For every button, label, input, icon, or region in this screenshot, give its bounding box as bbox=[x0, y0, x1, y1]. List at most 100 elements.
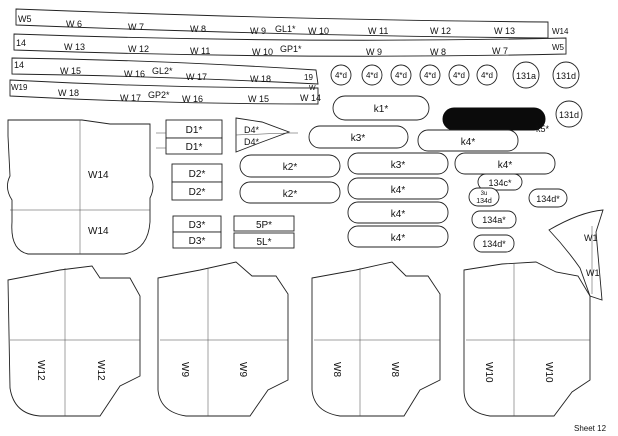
strip1-mark: W 12 bbox=[430, 26, 451, 36]
frame-w8 bbox=[311, 261, 441, 417]
piece-k4e-label: k4* bbox=[391, 233, 406, 244]
piece-134d-2-label: 134d* bbox=[482, 239, 506, 249]
disc bbox=[361, 64, 383, 86]
plate-5p-label: 5P* bbox=[256, 220, 272, 231]
piece-134d-small-label: 134d bbox=[476, 198, 492, 205]
plate-d2-group: D2* D2* bbox=[171, 163, 223, 201]
plate-5p bbox=[233, 215, 295, 232]
plate-d2-label: D2* bbox=[189, 169, 206, 180]
frame-w14-label-top: W14 bbox=[88, 170, 109, 181]
plate-d3-b bbox=[172, 231, 222, 249]
piece-k2b bbox=[239, 181, 341, 204]
frame-w8-label-left: W8 bbox=[331, 362, 342, 377]
frame-w8-label-right: W8 bbox=[389, 362, 400, 377]
piece-k3b bbox=[347, 152, 449, 175]
plate-d4-label: D4* bbox=[244, 125, 260, 135]
strip2-right-label: W5 bbox=[552, 43, 565, 52]
plate-d4b-label: D4* bbox=[244, 137, 260, 147]
disc-label: 4*d bbox=[453, 71, 465, 80]
strip-gp2 bbox=[9, 79, 319, 105]
strip4-mark: W 14 bbox=[300, 93, 321, 103]
disc bbox=[330, 64, 352, 86]
disc bbox=[419, 64, 441, 86]
strip4-mark: W 16 bbox=[182, 94, 203, 104]
piece-134c bbox=[477, 173, 523, 191]
strip1-mark: W 8 bbox=[190, 24, 206, 34]
disc-label: 4*d bbox=[335, 71, 347, 80]
strip1-mark: W 11 bbox=[368, 26, 388, 36]
strip3-right-label: 19 bbox=[304, 73, 313, 82]
piece-134d bbox=[528, 188, 568, 208]
piece-w1-label-top: W1 bbox=[584, 233, 598, 243]
disc-large bbox=[552, 61, 580, 89]
strip2-name: GP1* bbox=[280, 44, 302, 54]
disc bbox=[448, 64, 470, 86]
piece-k5-label: k5* bbox=[536, 124, 550, 134]
piece-k1 bbox=[332, 95, 430, 121]
frame-w9 bbox=[157, 261, 289, 417]
strip2-mark: W 7 bbox=[492, 46, 508, 56]
strip-gl2 bbox=[11, 57, 319, 85]
piece-k3 bbox=[308, 125, 409, 149]
strip3-mark: W 18 bbox=[250, 74, 271, 84]
piece-k4b-label: k4* bbox=[498, 160, 513, 171]
plate-d3-group: D3* D3* bbox=[172, 215, 222, 249]
piece-k2 bbox=[239, 154, 341, 178]
plate-d4 bbox=[235, 117, 291, 153]
strip3-mark: W 17 bbox=[186, 72, 207, 82]
piece-134d-small-top: 3u bbox=[481, 191, 488, 197]
piece-134a bbox=[471, 210, 517, 229]
frame-w10-label-right: W10 bbox=[543, 362, 554, 383]
piece-134c-label: 134c* bbox=[488, 178, 512, 188]
frame-w9-label-left: W9 bbox=[179, 362, 190, 377]
disc-label: 131d bbox=[556, 71, 576, 81]
plate-d1-b bbox=[165, 137, 223, 155]
piece-k4e bbox=[347, 225, 449, 248]
disc-label: 4*d bbox=[366, 71, 378, 80]
plate-d1-group: D1* D1* bbox=[156, 119, 223, 155]
piece-k1-label: k1* bbox=[374, 104, 389, 115]
strip1-right-label: W14 bbox=[552, 27, 569, 36]
strip-gp1 bbox=[13, 33, 567, 57]
strip1-mark: W 10 bbox=[308, 26, 329, 36]
strip1-mark: W 9 bbox=[250, 26, 266, 36]
piece-k3-label: k3* bbox=[351, 133, 366, 144]
strip2-mark: W 10 bbox=[252, 47, 273, 57]
disc bbox=[476, 64, 498, 86]
strip3-mark: W 15 bbox=[60, 66, 81, 76]
frame-w12 bbox=[7, 265, 141, 417]
strip1-mark: W 6 bbox=[66, 19, 82, 29]
piece-134d-label: 134d* bbox=[536, 194, 560, 204]
strip3-name: GL2* bbox=[152, 66, 173, 76]
piece-k2-label: k2* bbox=[283, 162, 298, 173]
piece-k5-shaded bbox=[442, 107, 546, 131]
strip4-mark: W 15 bbox=[248, 94, 269, 104]
plate-d3b-label: D3* bbox=[189, 236, 206, 247]
plate-d3-label: D3* bbox=[189, 220, 206, 231]
piece-k4c-label: k4* bbox=[391, 185, 406, 196]
disc-label: 131d bbox=[559, 110, 579, 120]
strip2-mark: W 11 bbox=[190, 46, 210, 56]
strip2-left-label: 14 bbox=[16, 38, 26, 48]
plate-d1-label: D1* bbox=[186, 125, 203, 136]
plate-5l-label: 5L* bbox=[256, 237, 271, 248]
strip2-mark: W 8 bbox=[430, 47, 446, 57]
disc-group: 4*d 4*d 4*d 4*d 4*d 4*d 131a 131d 131d bbox=[330, 61, 583, 128]
piece-134a-label: 134a* bbox=[482, 215, 506, 225]
strip4-mark: W 18 bbox=[58, 88, 79, 98]
frame-w9-label-right: W9 bbox=[237, 362, 248, 377]
frame-w14 bbox=[7, 119, 154, 255]
strip1-name: GL1* bbox=[275, 24, 296, 34]
piece-134d-2 bbox=[473, 234, 515, 253]
strip4-name: GP2* bbox=[148, 90, 170, 100]
piece-k4-label: k4* bbox=[461, 137, 476, 148]
piece-k4d bbox=[347, 201, 449, 224]
piece-k2b-label: k2* bbox=[283, 189, 298, 200]
strip4-left-label: W19 bbox=[11, 83, 28, 92]
strip1-mark: W 7 bbox=[128, 22, 144, 32]
strip2-mark: W 9 bbox=[366, 47, 382, 57]
plate-d4-fold bbox=[235, 132, 290, 136]
plate-d2b-label: D2* bbox=[189, 187, 206, 198]
